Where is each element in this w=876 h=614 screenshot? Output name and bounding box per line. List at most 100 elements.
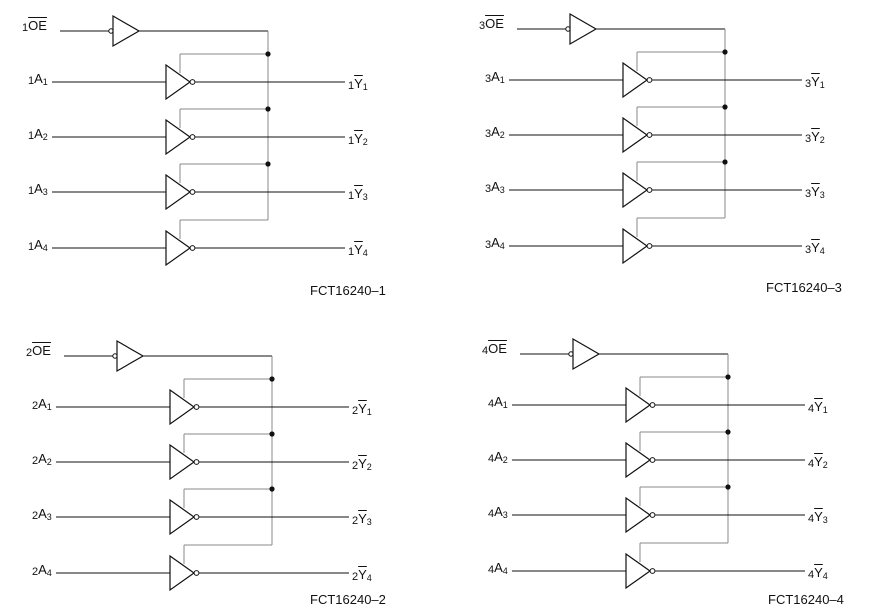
output-label-4-prefix: 3 [805,244,812,256]
output-label-2-prefix: 3 [805,133,812,145]
input-label-2-prefix: 4 [488,453,495,465]
input-label-1-prefix: 1 [28,75,35,87]
input-label-3-prefix: 3 [485,183,492,195]
output-label-1-name: Y [358,401,367,416]
inverter-triangle [622,116,649,154]
input-label-3: 2A3 [32,507,52,524]
output-label-3-name: Y [814,509,823,524]
output-label-4-subscript: 4 [822,571,828,581]
input-label-4-prefix: 2 [32,566,39,578]
inverter-triangle [165,173,192,211]
input-label-3-name: A [491,179,500,194]
input-label-4-prefix: 1 [28,241,35,253]
input-label-4-prefix: 3 [485,239,492,251]
inverter-triangle [169,554,196,592]
input-label-4: 4A4 [488,561,508,578]
input-label-3-subscript: 3 [42,187,48,197]
input-label-4: 2A4 [32,563,52,580]
output-label-2-prefix: 4 [808,458,815,470]
input-label-2-name: A [34,126,43,141]
input-label-4-name: A [38,562,47,577]
output-label-1-prefix: 3 [805,78,812,90]
junction-dot [269,431,275,437]
input-label-1: 1A1 [28,72,48,89]
output-label-1-name: Y [814,399,823,414]
figure-label: FCT16240–3 [766,280,842,295]
output-label-1-name: Y [811,74,820,89]
junction-dot [265,161,271,167]
enable-label-name: OE [28,18,47,33]
output-label-3-name: Y [811,184,820,199]
input-label-2: 2A2 [32,452,52,469]
input-label-1-subscript: 1 [46,402,52,412]
output-inversion-bubble [193,570,200,576]
inverter-triangle [625,441,652,479]
output-label-2-subscript: 2 [819,135,825,145]
inverter-triangle [165,63,192,101]
output-label-1-prefix: 4 [808,403,815,415]
junction-dot [725,484,731,490]
output-label-4-name: Y [814,565,823,580]
input-label-3: 3A3 [485,180,505,197]
oe-buffer-triangle [572,337,601,371]
input-label-4-name: A [34,237,43,252]
input-label-1-subscript: 1 [499,75,505,85]
output-inversion-bubble [193,514,200,520]
junction-dot [725,429,731,435]
output-label-3-subscript: 3 [822,515,828,525]
input-label-2-subscript: 2 [502,455,508,465]
output-label-3: 1Y3 [348,187,368,204]
input-label-4-subscript: 4 [46,568,52,578]
output-label-3: 2Y3 [352,512,372,529]
enable-label-name: OE [32,343,51,358]
input-label-4-name: A [491,235,500,250]
output-label-4-name: Y [358,567,367,582]
output-label-2-name: Y [814,454,823,469]
output-label-3-subscript: 3 [366,517,372,527]
output-label-3-subscript: 3 [819,190,825,200]
input-label-1: 4A1 [488,395,508,412]
output-label-4-subscript: 4 [362,248,368,258]
output-label-4-subscript: 4 [819,246,825,256]
output-label-2-name: Y [811,129,820,144]
junction-dot [725,374,731,380]
oe-buffer-triangle [116,339,145,373]
figure-label: FCT16240–1 [310,283,386,298]
inverter-triangle [165,229,192,267]
output-label-1: 3Y1 [805,75,825,92]
output-label-3-name: Y [358,511,367,526]
output-label-3-prefix: 4 [808,513,815,525]
output-label-4: 4Y4 [808,566,828,583]
output-label-1-prefix: 2 [352,405,359,417]
input-label-1-prefix: 2 [32,400,39,412]
input-label-4: 3A4 [485,236,505,253]
output-label-3: 3Y3 [805,185,825,202]
inverter-triangle [169,443,196,481]
output-inversion-bubble [189,189,196,195]
output-label-4: 2Y4 [352,568,372,585]
output-inversion-bubble [649,457,656,463]
junction-dot [265,51,271,57]
enable-label-prefix: 1 [22,22,29,34]
figure-label: FCT16240–2 [310,592,386,607]
input-label-1: 2A1 [32,397,52,414]
output-label-4-subscript: 4 [366,573,372,583]
input-label-3-name: A [494,504,503,519]
output-label-3-subscript: 3 [362,192,368,202]
inverter-triangle [165,118,192,156]
output-label-1-name: Y [354,76,363,91]
input-label-3-subscript: 3 [499,185,505,195]
input-label-4-name: A [494,560,503,575]
inverter-triangle [625,386,652,424]
enable-label-prefix: 2 [26,347,33,359]
enable-label: 3OE [479,17,504,33]
input-label-2-prefix: 2 [32,455,39,467]
input-label-1-subscript: 1 [42,77,48,87]
inverter-triangle [622,61,649,99]
enable-label: 4OE [482,342,507,358]
junction-dot [269,486,275,492]
output-label-1-subscript: 1 [362,82,368,92]
output-label-1: 2Y1 [352,402,372,419]
input-label-2-subscript: 2 [499,130,505,140]
